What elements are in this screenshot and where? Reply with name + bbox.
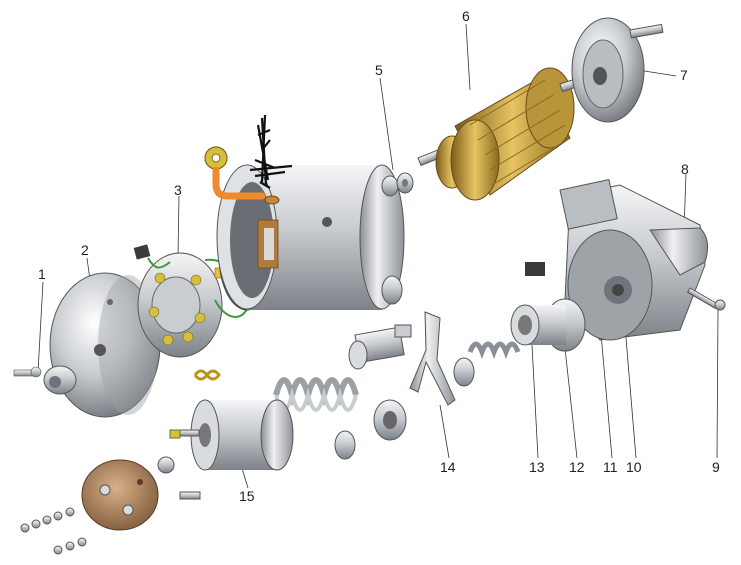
lever-icon: [409, 311, 456, 406]
nut-group-icon: [20, 507, 87, 555]
stator-housing-icon: [216, 164, 405, 311]
label-5: 5: [375, 62, 383, 78]
label-3: 3: [174, 182, 182, 198]
label-13: 13: [529, 459, 545, 475]
label-15: 15: [239, 488, 255, 504]
terminal-wire-icon: [204, 146, 266, 200]
solenoid-icon: [169, 399, 294, 471]
label-10: 10: [626, 459, 642, 475]
drive-pinion-icon: [453, 298, 586, 387]
label-12: 12: [569, 459, 585, 475]
label-1: 1: [38, 266, 46, 282]
label-2: 2: [81, 242, 89, 258]
label-14: 14: [440, 459, 456, 475]
label-7: 7: [680, 67, 688, 83]
spring-icon-large: [273, 377, 359, 412]
label-9: 9: [712, 459, 720, 475]
through-bolt-icon: [686, 287, 726, 311]
label-8: 8: [681, 161, 689, 177]
bolt-icon: [13, 366, 42, 378]
scribble-mark: [249, 114, 293, 189]
washer-group-icon: [334, 399, 407, 460]
drive-end-shield-icon: [571, 17, 664, 123]
label-6: 6: [462, 8, 470, 24]
plunger-icon: [348, 275, 412, 370]
armature-icon: [417, 66, 616, 201]
washer-icon: [381, 172, 414, 197]
solenoid-housing-icon: [525, 179, 709, 341]
terminal-cover-icon: [81, 456, 201, 531]
label-11: 11: [603, 459, 618, 475]
spring-icon: [193, 369, 221, 381]
